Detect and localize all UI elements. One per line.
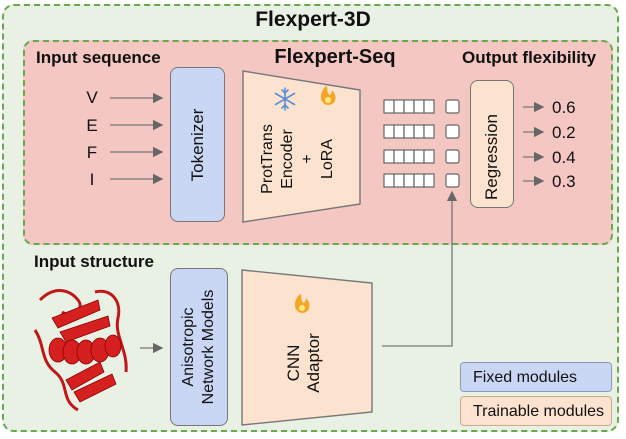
cnn-adaptor-shape	[241, 269, 373, 426]
legend-fixed-label: Fixed modules	[473, 369, 578, 386]
legend-trainable-label: Trainable modules	[473, 403, 605, 420]
encoder-label-4: LoRA	[318, 138, 336, 179]
arrow-cnn-to-tokens	[382, 190, 458, 347]
output-value-2: 0.2	[552, 123, 576, 142]
tokenizer-label: Tokenizer	[187, 108, 207, 181]
embedding-vector-4	[383, 173, 460, 188]
sequence-residue-4: I	[89, 170, 95, 189]
input-sequence-label: Input sequence	[36, 48, 161, 67]
sequence-residue-3: F	[86, 143, 98, 162]
output-value-3: 0.4	[552, 148, 576, 167]
sequence-residue-1: V	[86, 88, 98, 107]
snowflake-icon	[274, 87, 296, 111]
regression-label: Regression	[482, 113, 501, 200]
anm-label-2: Network Models	[200, 289, 217, 405]
output-value-4: 0.3	[552, 172, 576, 191]
flexpert-3d-title: Flexpert-3D	[255, 8, 371, 31]
flame-icon-encoder	[320, 86, 336, 105]
cnn-adaptor: CNN Adaptor	[242, 270, 372, 425]
prottrans-encoder-shape	[242, 70, 361, 223]
protein-structure-image	[33, 289, 128, 412]
flame-icon-cnn	[294, 294, 310, 313]
anm-label-1: Anisotropic	[180, 307, 197, 387]
anisotropic-network-models-box: Anisotropic Network Models	[170, 268, 228, 426]
encoder-label-3: +	[298, 153, 316, 164]
embedding-vector-3	[383, 149, 460, 164]
regression-box: Regression	[470, 80, 514, 208]
sequence-residue-2: E	[86, 116, 98, 135]
legend-trainable: Trainable modules	[460, 396, 612, 426]
cnn-label-2: Adaptor	[304, 333, 324, 393]
output-value-1: 0.6	[552, 98, 576, 117]
embedding-vector-2	[383, 124, 460, 139]
output-flexibility-label: Output flexibility	[462, 48, 597, 67]
embedding-vector-1	[383, 99, 460, 114]
cnn-label-1: CNN	[284, 344, 304, 382]
flexpert-seq-title: Flexpert-Seq	[274, 46, 396, 68]
input-structure-label: Input structure	[34, 252, 154, 271]
encoder-label-2: Encoder	[278, 128, 296, 189]
prottrans-encoder: ProtTrans Encoder + LoRA	[243, 71, 360, 222]
encoder-label-1: ProtTrans	[258, 123, 276, 194]
tokenizer-box: Tokenizer	[170, 67, 225, 222]
legend-fixed: Fixed modules	[460, 362, 612, 392]
